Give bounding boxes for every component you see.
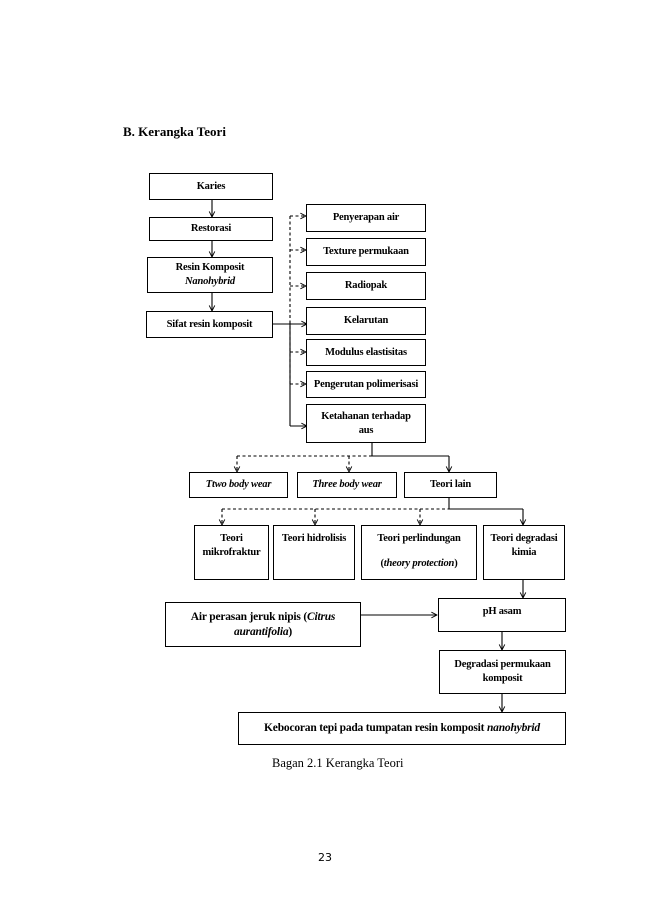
air-perasan-text: Air perasan jeruk nipis (: [190, 610, 307, 623]
page-number: 23: [318, 851, 332, 864]
node-teori-mikrofraktur: Teori mikrofraktur: [194, 525, 269, 580]
node-air-perasan-label-1: Air perasan jeruk nipis (Citrus: [190, 610, 336, 625]
node-restorasi-label: Restorasi: [190, 223, 232, 235]
node-kelarutan: Kelarutan: [306, 307, 426, 335]
node-pengerutan-polimerisasi-label: Pengerutan polimerisasi: [313, 378, 419, 390]
node-kebocoran-tepi-label: Kebocoran tepi pada tumpatan resin kompo…: [264, 721, 540, 736]
citrus-text: Citrus: [306, 610, 336, 623]
node-modulus-elastisitas-label: Modulus elastisitas: [325, 346, 407, 358]
kebocoran-text: Kebocoran tepi pada tumpatan resin kompo…: [264, 722, 487, 735]
node-kelarutan-label: Kelarutan: [343, 315, 389, 327]
node-ketahanan-aus: Ketahanan terhadap aus: [306, 404, 426, 443]
node-resin-komposit: Resin Komposit Nanohybrid: [147, 257, 273, 293]
node-radiopak: Radiopak: [306, 272, 426, 300]
node-teori-mikrofraktur-label-2: mikrofraktur: [202, 546, 261, 558]
node-karies: Karies: [149, 173, 273, 200]
node-texture-permukaan: Texture permukaan: [306, 238, 426, 266]
node-teori-lain-label: Teori lain: [429, 479, 472, 491]
node-teori-degradasi-kimia-label-2: kimia: [511, 546, 537, 558]
node-teori-perlindungan-label-1: Teori perlindungan: [377, 533, 461, 544]
node-teori-perlindungan: Teori perlindungan (theory protection): [361, 525, 477, 580]
node-karies-label: Karies: [196, 180, 226, 192]
node-teori-hidrolisis: Teori hidrolisis: [273, 525, 355, 580]
aurantifolia-text: aurantifolia: [233, 625, 289, 638]
paren-close-2: ): [288, 625, 293, 638]
node-pengerutan-polimerisasi: Pengerutan polimerisasi: [306, 371, 426, 398]
node-teori-degradasi-kimia: Teori degradasi kimia: [483, 525, 565, 580]
node-kebocoran-tepi: Kebocoran tepi pada tumpatan resin kompo…: [238, 712, 566, 745]
node-two-body-wear-label: Ttwo body wear: [205, 479, 272, 491]
node-teori-mikrofraktur-label-1: Teori: [220, 533, 243, 544]
node-penyerapan-air-label: Penyerapan air: [332, 212, 400, 224]
node-degradasi-permukaan: Degradasi permukaan komposit: [439, 650, 566, 694]
node-degradasi-permukaan-label-2: komposit: [482, 673, 523, 684]
nanohybrid-text: nanohybrid: [486, 722, 540, 735]
node-modulus-elastisitas: Modulus elastisitas: [306, 339, 426, 366]
node-teori-lain: Teori lain: [404, 472, 497, 498]
node-air-perasan-jeruk-nipis: Air perasan jeruk nipis (Citrus aurantif…: [165, 602, 361, 647]
node-restorasi: Restorasi: [149, 217, 273, 241]
node-three-body-wear-label: Three body wear: [312, 479, 382, 491]
node-ph-asam-label: pH asam: [482, 606, 522, 617]
node-ketahanan-aus-label-2: aus: [358, 424, 374, 436]
node-sifat-resin-label: Sifat resin komposit: [166, 318, 253, 330]
node-teori-hidrolisis-label: Teori hidrolisis: [281, 533, 347, 544]
node-three-body-wear: Three body wear: [297, 472, 397, 498]
node-texture-permukaan-label: Texture permukaan: [323, 246, 409, 258]
theory-protection-text: theory protection: [383, 557, 455, 569]
node-sifat-resin: Sifat resin komposit: [146, 311, 273, 338]
node-ketahanan-aus-label-1: Ketahanan terhadap: [321, 410, 411, 422]
node-teori-degradasi-kimia-label-1: Teori degradasi: [490, 533, 558, 544]
section-heading: B. Kerangka Teori: [123, 124, 226, 139]
node-degradasi-permukaan-label-1: Degradasi permukaan: [454, 659, 551, 671]
node-penyerapan-air: Penyerapan air: [306, 204, 426, 232]
node-resin-komposit-label: Resin Komposit: [175, 262, 245, 274]
node-air-perasan-label-2: aurantifolia): [234, 625, 292, 640]
paren-open: (: [380, 557, 385, 569]
node-teori-perlindungan-label-2: (theory protection): [381, 557, 458, 571]
node-resin-komposit-label-italic: Nanohybrid: [185, 276, 235, 287]
node-two-body-wear: Ttwo body wear: [189, 472, 288, 498]
node-ph-asam: pH asam: [438, 598, 566, 632]
node-radiopak-label: Radiopak: [344, 280, 388, 292]
figure-caption: Bagan 2.1 Kerangka Teori: [272, 756, 404, 770]
paren-close: ): [454, 557, 458, 569]
